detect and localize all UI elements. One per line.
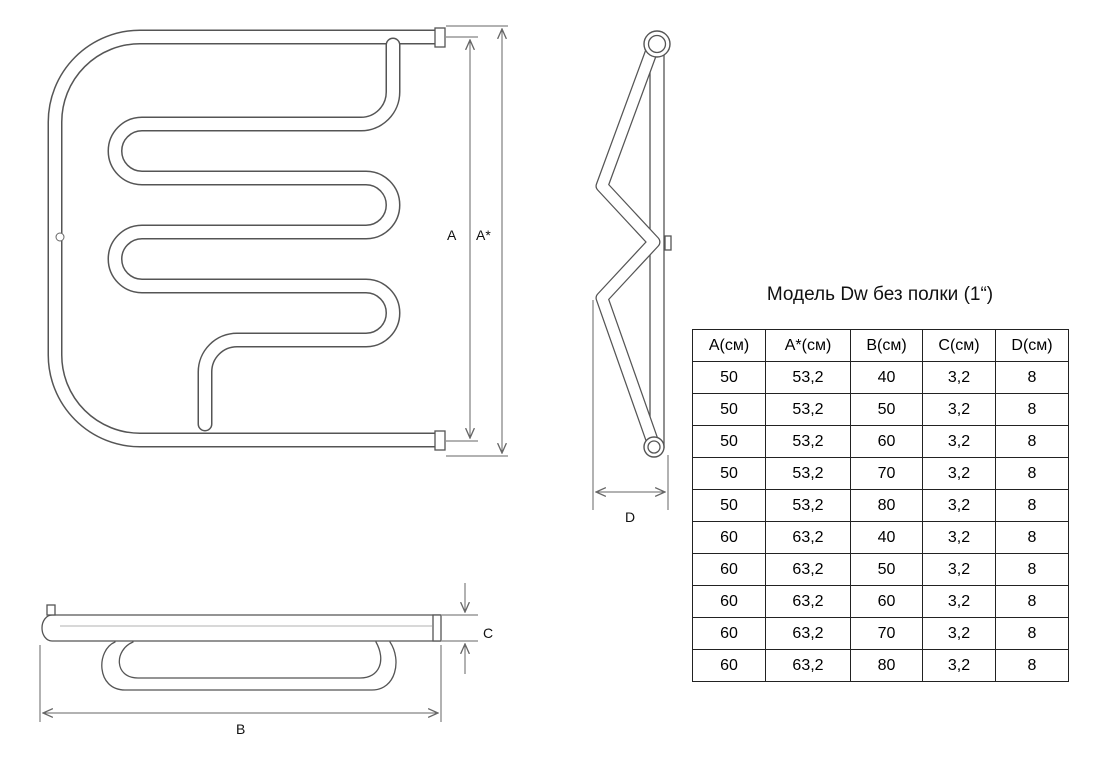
table-cell: 8: [995, 585, 1069, 618]
table-cell: 8: [995, 553, 1069, 586]
top-nipple: [434, 27, 446, 48]
table-cell: 8: [995, 489, 1069, 522]
table-cell: 3,2: [922, 553, 996, 586]
dimension-d-label: D: [625, 509, 635, 525]
mounting-hole: [55, 232, 65, 242]
table-cell: 8: [995, 521, 1069, 554]
top-view-bracket: [46, 604, 56, 616]
table-cell: 8: [995, 457, 1069, 490]
top-view-nipple: [432, 614, 442, 642]
table-cell: 60: [850, 585, 923, 618]
table-cell: 50: [850, 553, 923, 586]
header-a: A(см): [692, 329, 766, 362]
table-cell: 63,2: [765, 649, 851, 682]
table-cell: 8: [995, 617, 1069, 650]
table-cell: 53,2: [765, 425, 851, 458]
side-zigzag-fill: [596, 44, 660, 446]
table-cell: 8: [995, 649, 1069, 682]
dimension-b-label: B: [236, 721, 245, 737]
table-cell: 3,2: [922, 393, 996, 426]
table-cell: 3,2: [922, 361, 996, 394]
table-cell: 8: [995, 361, 1069, 394]
top-view-bar: [41, 614, 441, 642]
table-title: Модель Dw без полки (1“): [766, 284, 994, 305]
table-cell: 70: [850, 617, 923, 650]
side-view: D: [592, 30, 672, 525]
table-cell: 8: [995, 393, 1069, 426]
header-d: D(см): [995, 329, 1069, 362]
table-cell: 50: [692, 393, 766, 426]
header-b: B(см): [850, 329, 923, 362]
front-view: A A*: [47, 25, 508, 457]
table-cell: 50: [692, 457, 766, 490]
table-cell: 60: [692, 617, 766, 650]
table-cell: 50: [692, 425, 766, 458]
table-cell: 53,2: [765, 393, 851, 426]
header-a-star: A*(см): [765, 329, 851, 362]
table-cell: 53,2: [765, 457, 851, 490]
table-cell: 63,2: [765, 585, 851, 618]
dimension-c-label: C: [483, 625, 493, 641]
table-cell: 50: [850, 393, 923, 426]
top-view-coil: [101, 641, 397, 691]
table-cell: 3,2: [922, 425, 996, 458]
table-cell: 3,2: [922, 585, 996, 618]
dimension-a-star-label: A*: [476, 227, 491, 243]
table-cell: 63,2: [765, 553, 851, 586]
dimension-a-label: A: [447, 227, 457, 243]
table-cell: 70: [850, 457, 923, 490]
table-cell: 3,2: [922, 489, 996, 522]
table-cell: 80: [850, 649, 923, 682]
table-cell: 60: [850, 425, 923, 458]
table-cell: 60: [692, 521, 766, 554]
table-cell: 60: [692, 649, 766, 682]
table-cell: 3,2: [922, 649, 996, 682]
frame-pipe-fill: [49, 31, 443, 446]
table-cell: 40: [850, 521, 923, 554]
table-header-row: A(см) A*(см) B(см) C(см) D(см): [692, 329, 1069, 362]
table-cell: 3,2: [922, 521, 996, 554]
table-cell: 63,2: [765, 521, 851, 554]
side-bracket: [664, 235, 672, 251]
table-cell: 3,2: [922, 457, 996, 490]
table-cell: 8: [995, 425, 1069, 458]
top-view: C B: [39, 583, 493, 737]
table-cell: 50: [692, 361, 766, 394]
bottom-nipple: [434, 430, 446, 451]
table-cell: 63,2: [765, 617, 851, 650]
table-cell: 40: [850, 361, 923, 394]
coil-pipe-fill: [109, 39, 399, 430]
table-cell: 3,2: [922, 617, 996, 650]
table-cell: 53,2: [765, 489, 851, 522]
table-cell: 60: [692, 553, 766, 586]
table-cell: 60: [692, 585, 766, 618]
header-c: C(см): [922, 329, 996, 362]
table-cell: 80: [850, 489, 923, 522]
table-cell: 53,2: [765, 361, 851, 394]
table-cell: 50: [692, 489, 766, 522]
